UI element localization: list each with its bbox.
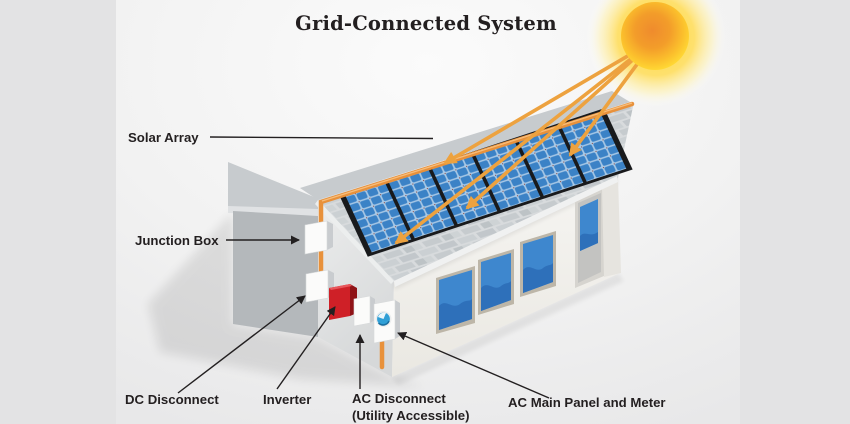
solar-panel — [517, 126, 584, 196]
sun-ray — [465, 38, 657, 210]
ridge-conduit — [318, 101, 635, 281]
right-corner-return — [602, 178, 621, 277]
callout-lines — [177, 136, 550, 399]
dc-disconnect-box — [305, 269, 329, 303]
solar-array-pointer — [209, 136, 434, 140]
solar-panel — [560, 112, 627, 182]
back-roof-slope — [300, 91, 630, 200]
junction-box-side — [327, 221, 333, 250]
window-reflection — [523, 263, 553, 293]
ground-shadow — [392, 273, 624, 385]
solar-panel — [474, 140, 541, 210]
page-title: Grid-Connected System — [295, 12, 557, 35]
house-shadow — [148, 212, 426, 387]
equipment — [304, 220, 400, 344]
ac-main-panel-pointer — [397, 332, 550, 399]
meter-panel-side — [395, 300, 400, 339]
ac-disconnect-sublabel: (Utility Accessible) — [352, 408, 470, 423]
door-window-reflection — [580, 232, 598, 251]
eave-fascia — [394, 176, 618, 287]
sun-ray — [443, 38, 656, 165]
conduit-highlight — [321, 102, 633, 202]
junction-box-label: Junction Box — [135, 233, 219, 248]
ac-disconnect-box — [353, 295, 371, 327]
ac-main-panel-label: AC Main Panel and Meter — [508, 395, 666, 410]
dc-disconnect-pointer — [177, 295, 306, 394]
dc-disconnect-label: DC Disconnect — [125, 392, 219, 407]
sun-icon — [621, 2, 689, 70]
meter-dial-highlight — [378, 312, 386, 319]
rake-fascia — [315, 200, 394, 284]
solar-panel — [388, 169, 455, 239]
solar-array — [339, 108, 633, 257]
windows — [436, 231, 556, 334]
solar-array-label: Solar Array — [128, 130, 199, 145]
end-door — [575, 187, 604, 288]
inverter-top — [329, 284, 352, 290]
junction-box — [304, 220, 328, 255]
window-reflection — [481, 281, 511, 311]
sun-ray — [394, 38, 657, 245]
wing-roof — [228, 162, 324, 211]
inverter-label: Inverter — [263, 392, 311, 407]
window-reflection — [439, 299, 472, 330]
ac-disconnect-label: AC Disconnect — [352, 391, 446, 406]
inverter-pointer — [276, 306, 336, 390]
meter-dial-shade — [377, 320, 390, 326]
